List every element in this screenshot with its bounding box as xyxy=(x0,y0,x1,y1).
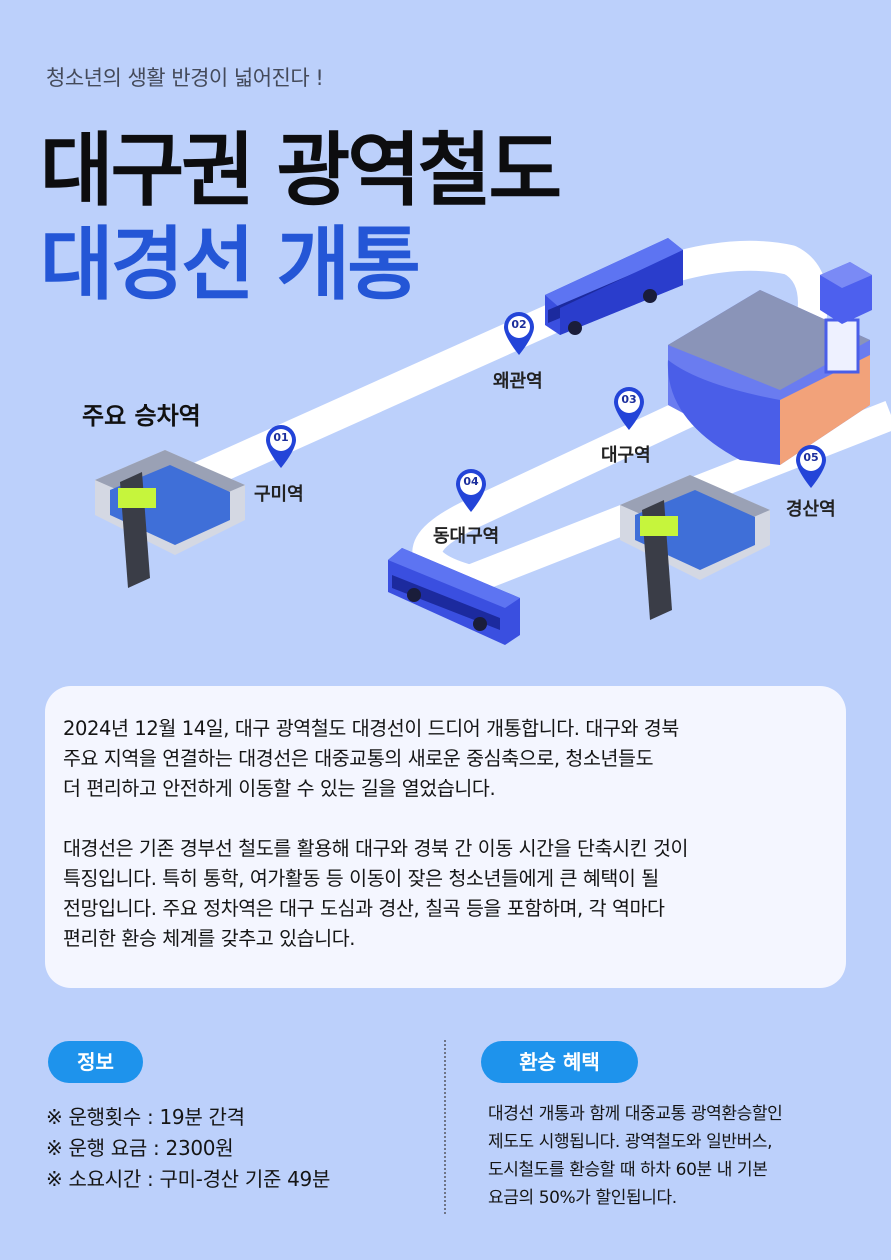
info-item: ※ 운행 요금 : 2300원 xyxy=(46,1136,234,1160)
info-item: ※ 소요시간 : 구미-경산 기준 49분 xyxy=(46,1167,331,1191)
station-pin-05[interactable]: 05 xyxy=(794,444,828,488)
station-pin-02[interactable]: 02 xyxy=(502,311,536,355)
description-box: 2024년 12월 14일, 대구 광역철도 대경선이 드디어 개통합니다. 대… xyxy=(45,686,846,988)
description-paragraph-2: 대경선은 기존 경부선 철도를 활용해 대구와 경북 간 이동 시간을 단축시킨… xyxy=(63,837,689,950)
bus-icon-bottom xyxy=(388,548,520,645)
location-pin-icon xyxy=(796,445,826,488)
location-pin-icon xyxy=(456,469,486,512)
station-number: 05 xyxy=(803,451,819,464)
station-pin-01[interactable]: 01 xyxy=(264,424,298,468)
station-pin-04[interactable]: 04 xyxy=(454,468,488,512)
station-number: 04 xyxy=(463,475,479,488)
info-list: ※ 운행횟수 : 19분 간격 ※ 운행 요금 : 2300원 ※ 소요시간 :… xyxy=(46,1102,330,1195)
station-building-icon-right xyxy=(620,475,770,620)
section-divider xyxy=(444,1040,446,1214)
location-pin-icon xyxy=(266,425,296,468)
station-name-05: 경산역 xyxy=(786,499,836,520)
subtitle: 청소년의 생활 반경이 넓어진다 ! xyxy=(46,66,324,90)
bus-icon-top xyxy=(545,238,683,335)
station-name-02: 왜관역 xyxy=(493,371,543,392)
station-number: 03 xyxy=(621,393,637,406)
benefit-label-pill: 환승 혜택 xyxy=(481,1041,638,1083)
station-name-01: 구미역 xyxy=(254,484,304,505)
title-line-2: 대경선 개통 xyxy=(40,218,421,311)
section-label-main-stations: 주요 승차역 xyxy=(82,402,201,430)
station-name-03: 대구역 xyxy=(601,445,651,466)
location-pin-icon xyxy=(614,387,644,430)
terminal-building-icon xyxy=(667,262,872,465)
route-map-illustration xyxy=(95,238,891,645)
station-number: 02 xyxy=(511,318,527,331)
info-item: ※ 운행횟수 : 19분 간격 xyxy=(46,1105,245,1129)
benefit-text: 대경선 개통과 함께 대중교통 광역환승할인 제도도 시행됩니다. 광역철도와 … xyxy=(488,1104,783,1208)
title-line-1: 대구권 광역철도 xyxy=(40,124,562,217)
description-paragraph-1: 2024년 12월 14일, 대구 광역철도 대경선이 드디어 개통합니다. 대… xyxy=(63,717,679,800)
location-pin-icon xyxy=(504,312,534,355)
station-building-icon-left xyxy=(95,450,245,588)
info-label-pill: 정보 xyxy=(48,1041,143,1083)
station-name-04: 동대구역 xyxy=(433,526,500,547)
station-number: 01 xyxy=(273,431,289,444)
station-pin-03[interactable]: 03 xyxy=(612,386,646,430)
